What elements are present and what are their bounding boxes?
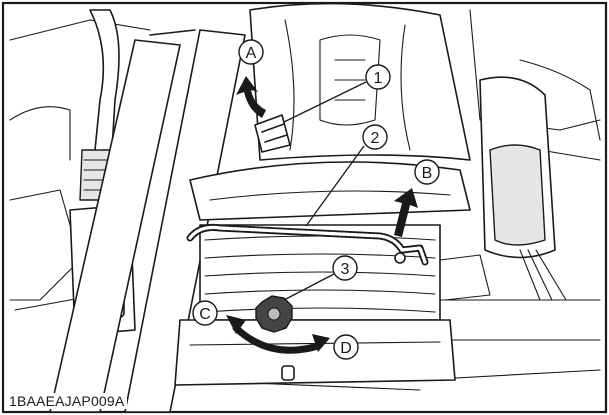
callout-3: 3	[333, 256, 357, 280]
figure-code: 1BAAEAJAP009A	[6, 393, 127, 409]
callout-d: D	[334, 335, 358, 359]
callout-b: B	[415, 160, 439, 184]
callout-1-label: 1	[374, 70, 383, 87]
callout-c-label: C	[199, 306, 211, 323]
callout-1: 1	[366, 65, 390, 89]
callout-d-label: D	[340, 340, 352, 357]
callout-2-label: 2	[371, 130, 380, 147]
callout-3-label: 3	[341, 261, 350, 278]
callout-a: A	[239, 40, 263, 64]
callout-c: C	[193, 301, 217, 325]
callout-a-label: A	[246, 45, 257, 62]
callout-2: 2	[363, 125, 387, 149]
callout-b-label: B	[422, 165, 433, 182]
